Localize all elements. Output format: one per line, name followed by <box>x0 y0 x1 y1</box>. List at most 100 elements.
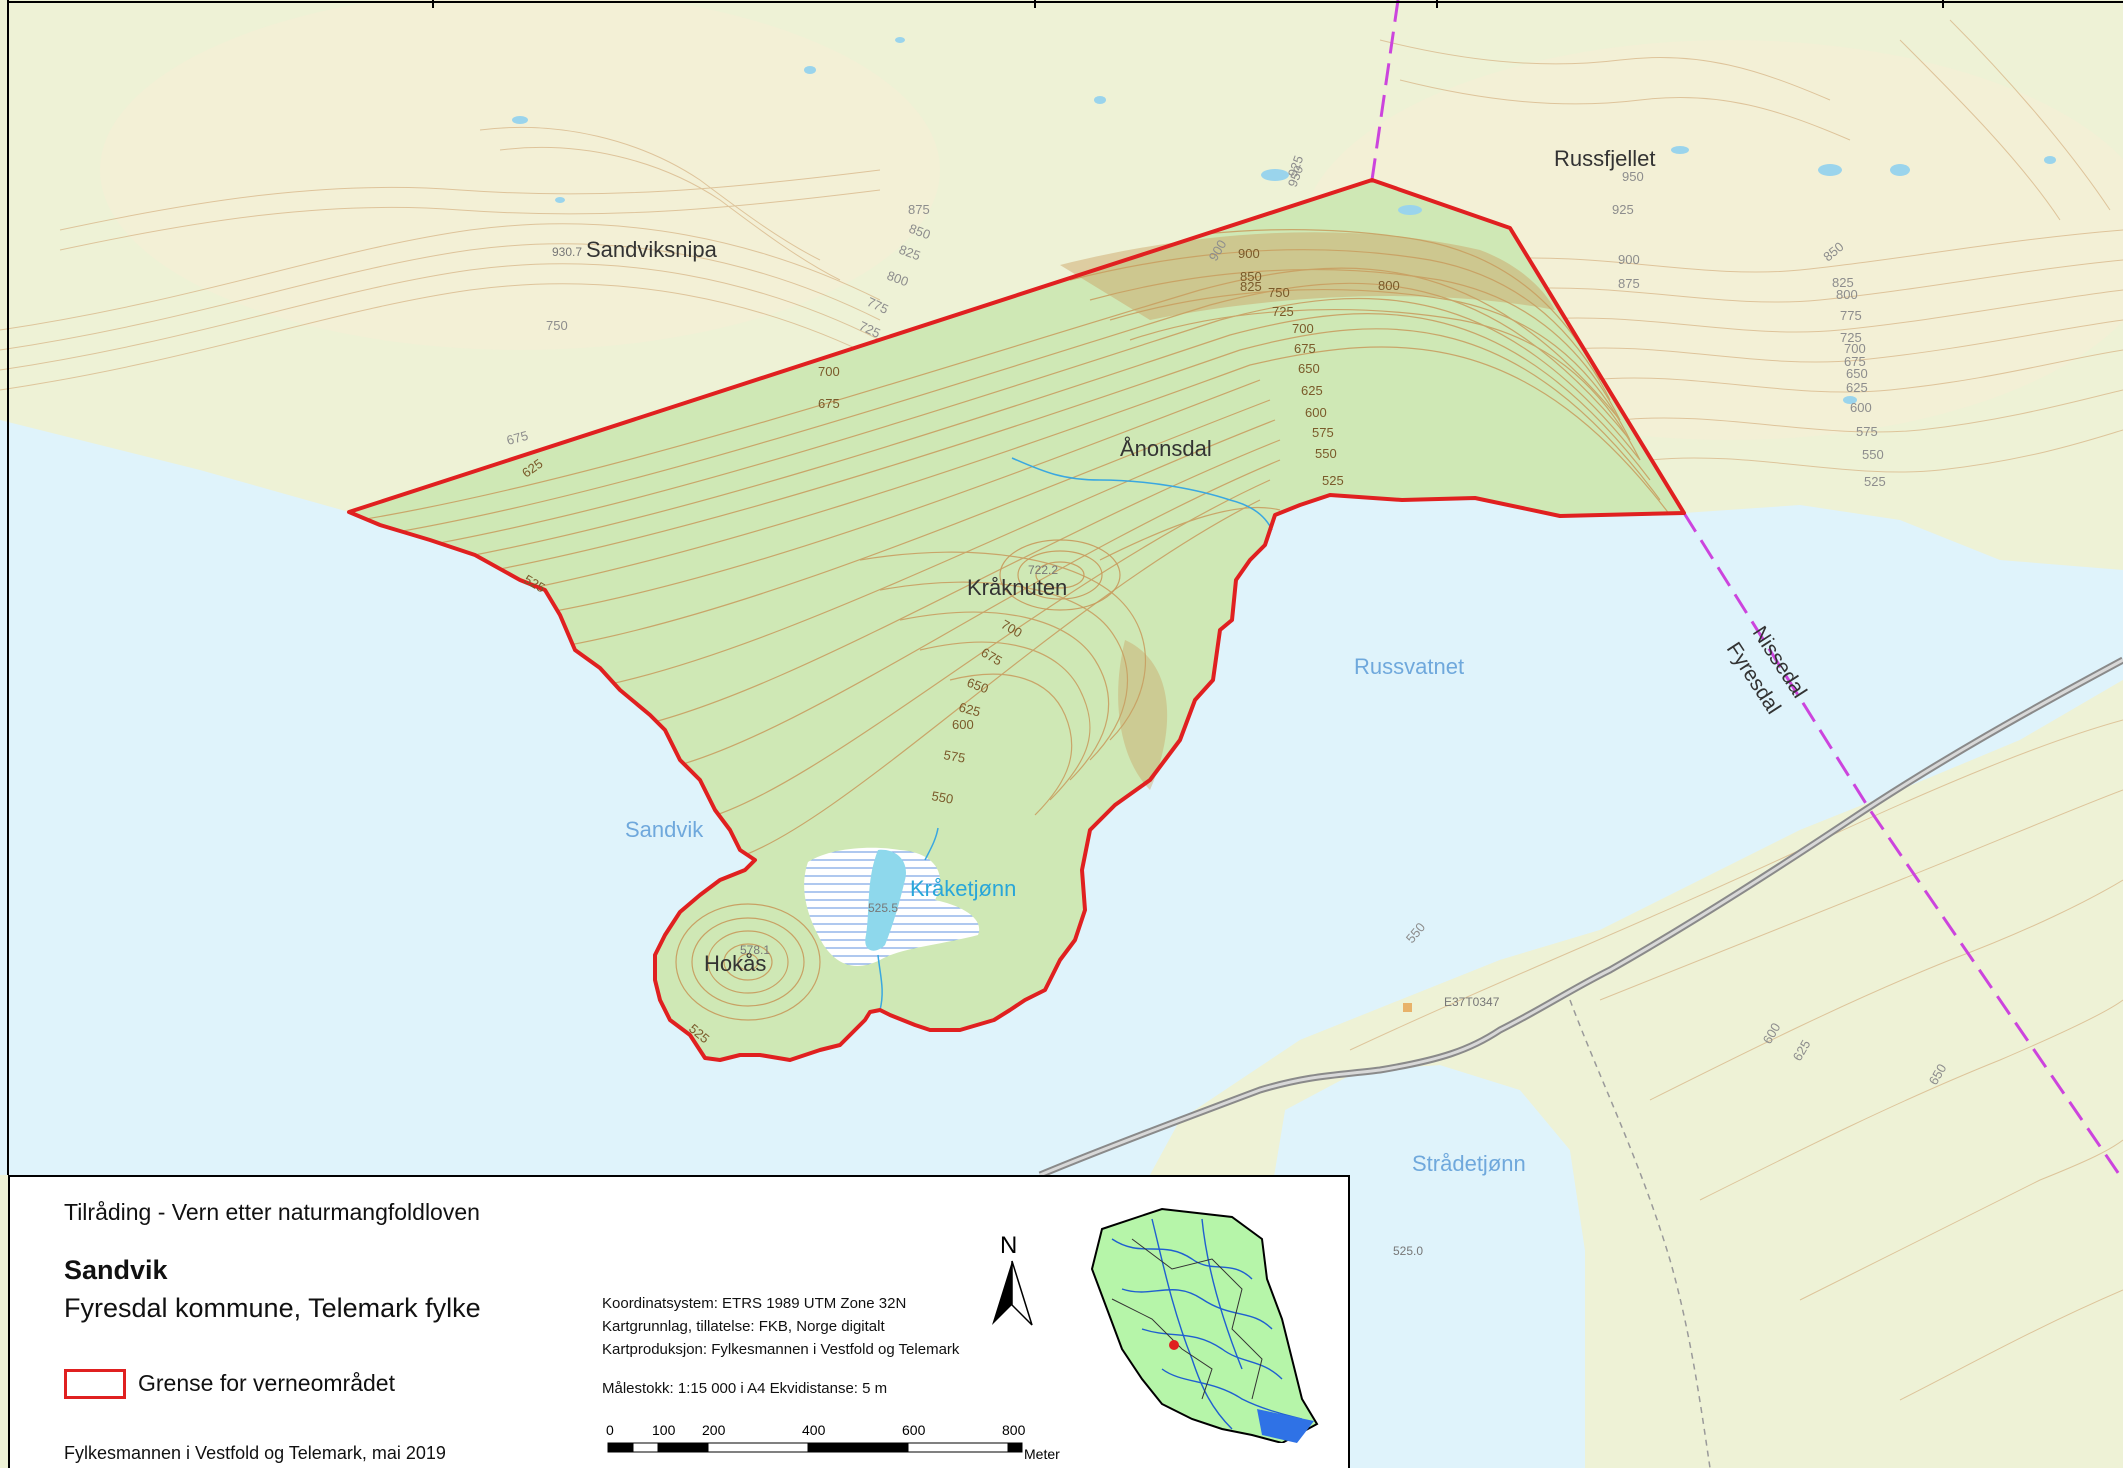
contour-label: 625 <box>957 699 982 719</box>
contour-label: 900 <box>1238 246 1260 261</box>
contour-label: 725 <box>1840 330 1862 345</box>
kraknuten-summit-contours <box>999 539 1121 611</box>
path-trail <box>1569 999 1711 1468</box>
north-label: N <box>1000 1232 1017 1259</box>
contour-label: 600 <box>1850 400 1872 415</box>
contour-label: 900 <box>1618 252 1640 267</box>
contour-label: 950 <box>1285 164 1307 190</box>
contour-label: 575 <box>1856 424 1878 439</box>
contour-label: 575 <box>942 747 966 766</box>
streams <box>877 457 1273 1011</box>
contour-label: 750 <box>1268 285 1290 300</box>
contour-label: 600 <box>952 717 974 732</box>
spot-height-kraknuten: 722.2 <box>1028 563 1058 577</box>
contour-labels-inside: 900 850 825 750 725 800 700 675 650 625 … <box>519 246 1400 1046</box>
contour-label: 875 <box>1618 276 1640 291</box>
overview-coastal-water <box>1257 1409 1314 1443</box>
coordinate-system: Koordinatsystem: ETRS 1989 UTM Zone 32N <box>602 1295 907 1312</box>
contour-label: 600 <box>1305 405 1327 420</box>
contour-label: 800 <box>1378 278 1400 293</box>
legend-subtitle: Tilråding - Vern etter naturmangfoldlove… <box>64 1199 480 1225</box>
contour-lines-outside <box>0 19 2123 1401</box>
scale-text: Målestokk: 1:15 000 i A4 Ekvidistanse: 5… <box>602 1380 888 1397</box>
place-label-russfjellet: Russfjellet <box>1554 146 1655 171</box>
scale-bar: 0 100 200 400 600 800 Meter <box>606 1423 1060 1462</box>
contour-label: 675 <box>818 396 840 411</box>
contour-label: 700 <box>818 364 840 379</box>
spot-height-strandetjonn: 525.0 <box>1393 1244 1423 1258</box>
contour-label: 675 <box>1844 354 1866 369</box>
legend-area-name: Sandvik <box>64 1255 168 1285</box>
contour-label: 950 <box>1622 169 1644 184</box>
tarns-north <box>512 37 2056 404</box>
contour-label: 775 <box>1840 308 1862 323</box>
contour-label: 725 <box>1272 304 1294 319</box>
overview-location-marker <box>1169 1340 1179 1350</box>
contour-label: 925 <box>1612 202 1634 217</box>
hokas-hill-contours <box>675 903 821 1021</box>
scale-tick-400: 400 <box>802 1423 826 1438</box>
contour-label: 875 <box>908 202 930 217</box>
contour-label: 750 <box>546 318 568 333</box>
steep-slope <box>1060 232 1555 320</box>
contour-label: 850 <box>1240 269 1262 284</box>
contour-label: 525 <box>1322 473 1344 488</box>
place-label-anonsdal: Ånonsdal <box>1120 436 1212 461</box>
basemap-credit: Kartgrunnlag, tillatelse: FKB, Norge dig… <box>602 1318 885 1335</box>
overview-map <box>1090 1207 1319 1443</box>
legend-panel: Tilråding - Vern etter naturmangfoldlove… <box>8 1175 1350 1468</box>
legend-municipality: Fyresdal kommune, Telemark fylke <box>64 1293 481 1323</box>
scale-tick-600: 600 <box>902 1423 926 1438</box>
scale-tick-0: 0 <box>606 1423 614 1438</box>
contour-label: 825 <box>1832 275 1854 290</box>
protected-area-boundary[interactable] <box>347 178 1686 1062</box>
contour-label: 700 <box>1292 321 1314 336</box>
contour-label: 625 <box>1301 383 1323 398</box>
contour-label: 825 <box>897 242 923 264</box>
contour-label: 550 <box>930 788 954 807</box>
production-credit: Kartproduksjon: Fylkesmannen i Vestfold … <box>602 1341 960 1358</box>
water-label-strandetjonn: Strådetjønn <box>1412 1151 1526 1176</box>
legend-credit: Fylkesmannen i Vestfold og Telemark, mai… <box>64 1443 446 1463</box>
steep-slope-kraknuten <box>1118 640 1168 790</box>
road-label: E37T0347 <box>1444 995 1500 1009</box>
scale-tick-800: 800 <box>1002 1423 1026 1438</box>
protected-area <box>349 180 1684 1060</box>
contour-label: 675 <box>1294 341 1316 356</box>
place-label-sandviksnipa: Sandviksnipa <box>586 237 718 262</box>
lake-label-kraketjonn: Kråketjønn <box>910 876 1016 901</box>
scale-unit: Meter <box>1024 1446 1060 1462</box>
contour-label: 550 <box>1862 447 1884 462</box>
contour-label: 550 <box>1315 446 1337 461</box>
building <box>1403 1003 1412 1012</box>
place-label-hokas: Hokås <box>704 951 766 976</box>
contour-label: 675 <box>505 428 530 448</box>
frame-ticks <box>7 0 2123 1175</box>
road <box>1038 656 2123 1179</box>
municipal-border <box>1370 0 2123 1181</box>
contour-label: 850 <box>907 221 933 243</box>
kraketjonn-marsh <box>804 847 980 966</box>
contour-label: 650 <box>965 675 991 697</box>
contour-label: 925 <box>1285 154 1307 180</box>
contour-label: 800 <box>885 268 911 290</box>
water-label-sandvik: Sandvik <box>625 817 704 842</box>
contour-label: 625 <box>1846 380 1868 395</box>
contour-label: 650 <box>1298 361 1320 376</box>
southeast-shore <box>1150 680 2123 1468</box>
boundary-swatch <box>64 1369 126 1399</box>
spot-height-kraketjonn: 525.5 <box>868 901 898 915</box>
contour-label: 525 <box>1864 474 1886 489</box>
contour-label: 800 <box>1836 287 1858 302</box>
scale-tick-200: 200 <box>702 1423 726 1438</box>
upland-tint-west <box>100 0 940 350</box>
contour-label: 700 <box>1844 341 1866 356</box>
contour-label: 825 <box>1240 279 1262 294</box>
scale-tick-100: 100 <box>652 1423 676 1438</box>
contour-label: 575 <box>1312 425 1334 440</box>
place-label-kraknuten: Kråknuten <box>967 575 1067 600</box>
russvatnet-water <box>0 420 2123 1175</box>
spot-height-hokas: 578.1 <box>740 943 770 957</box>
water-label-russvatnet: Russvatnet <box>1354 654 1464 679</box>
